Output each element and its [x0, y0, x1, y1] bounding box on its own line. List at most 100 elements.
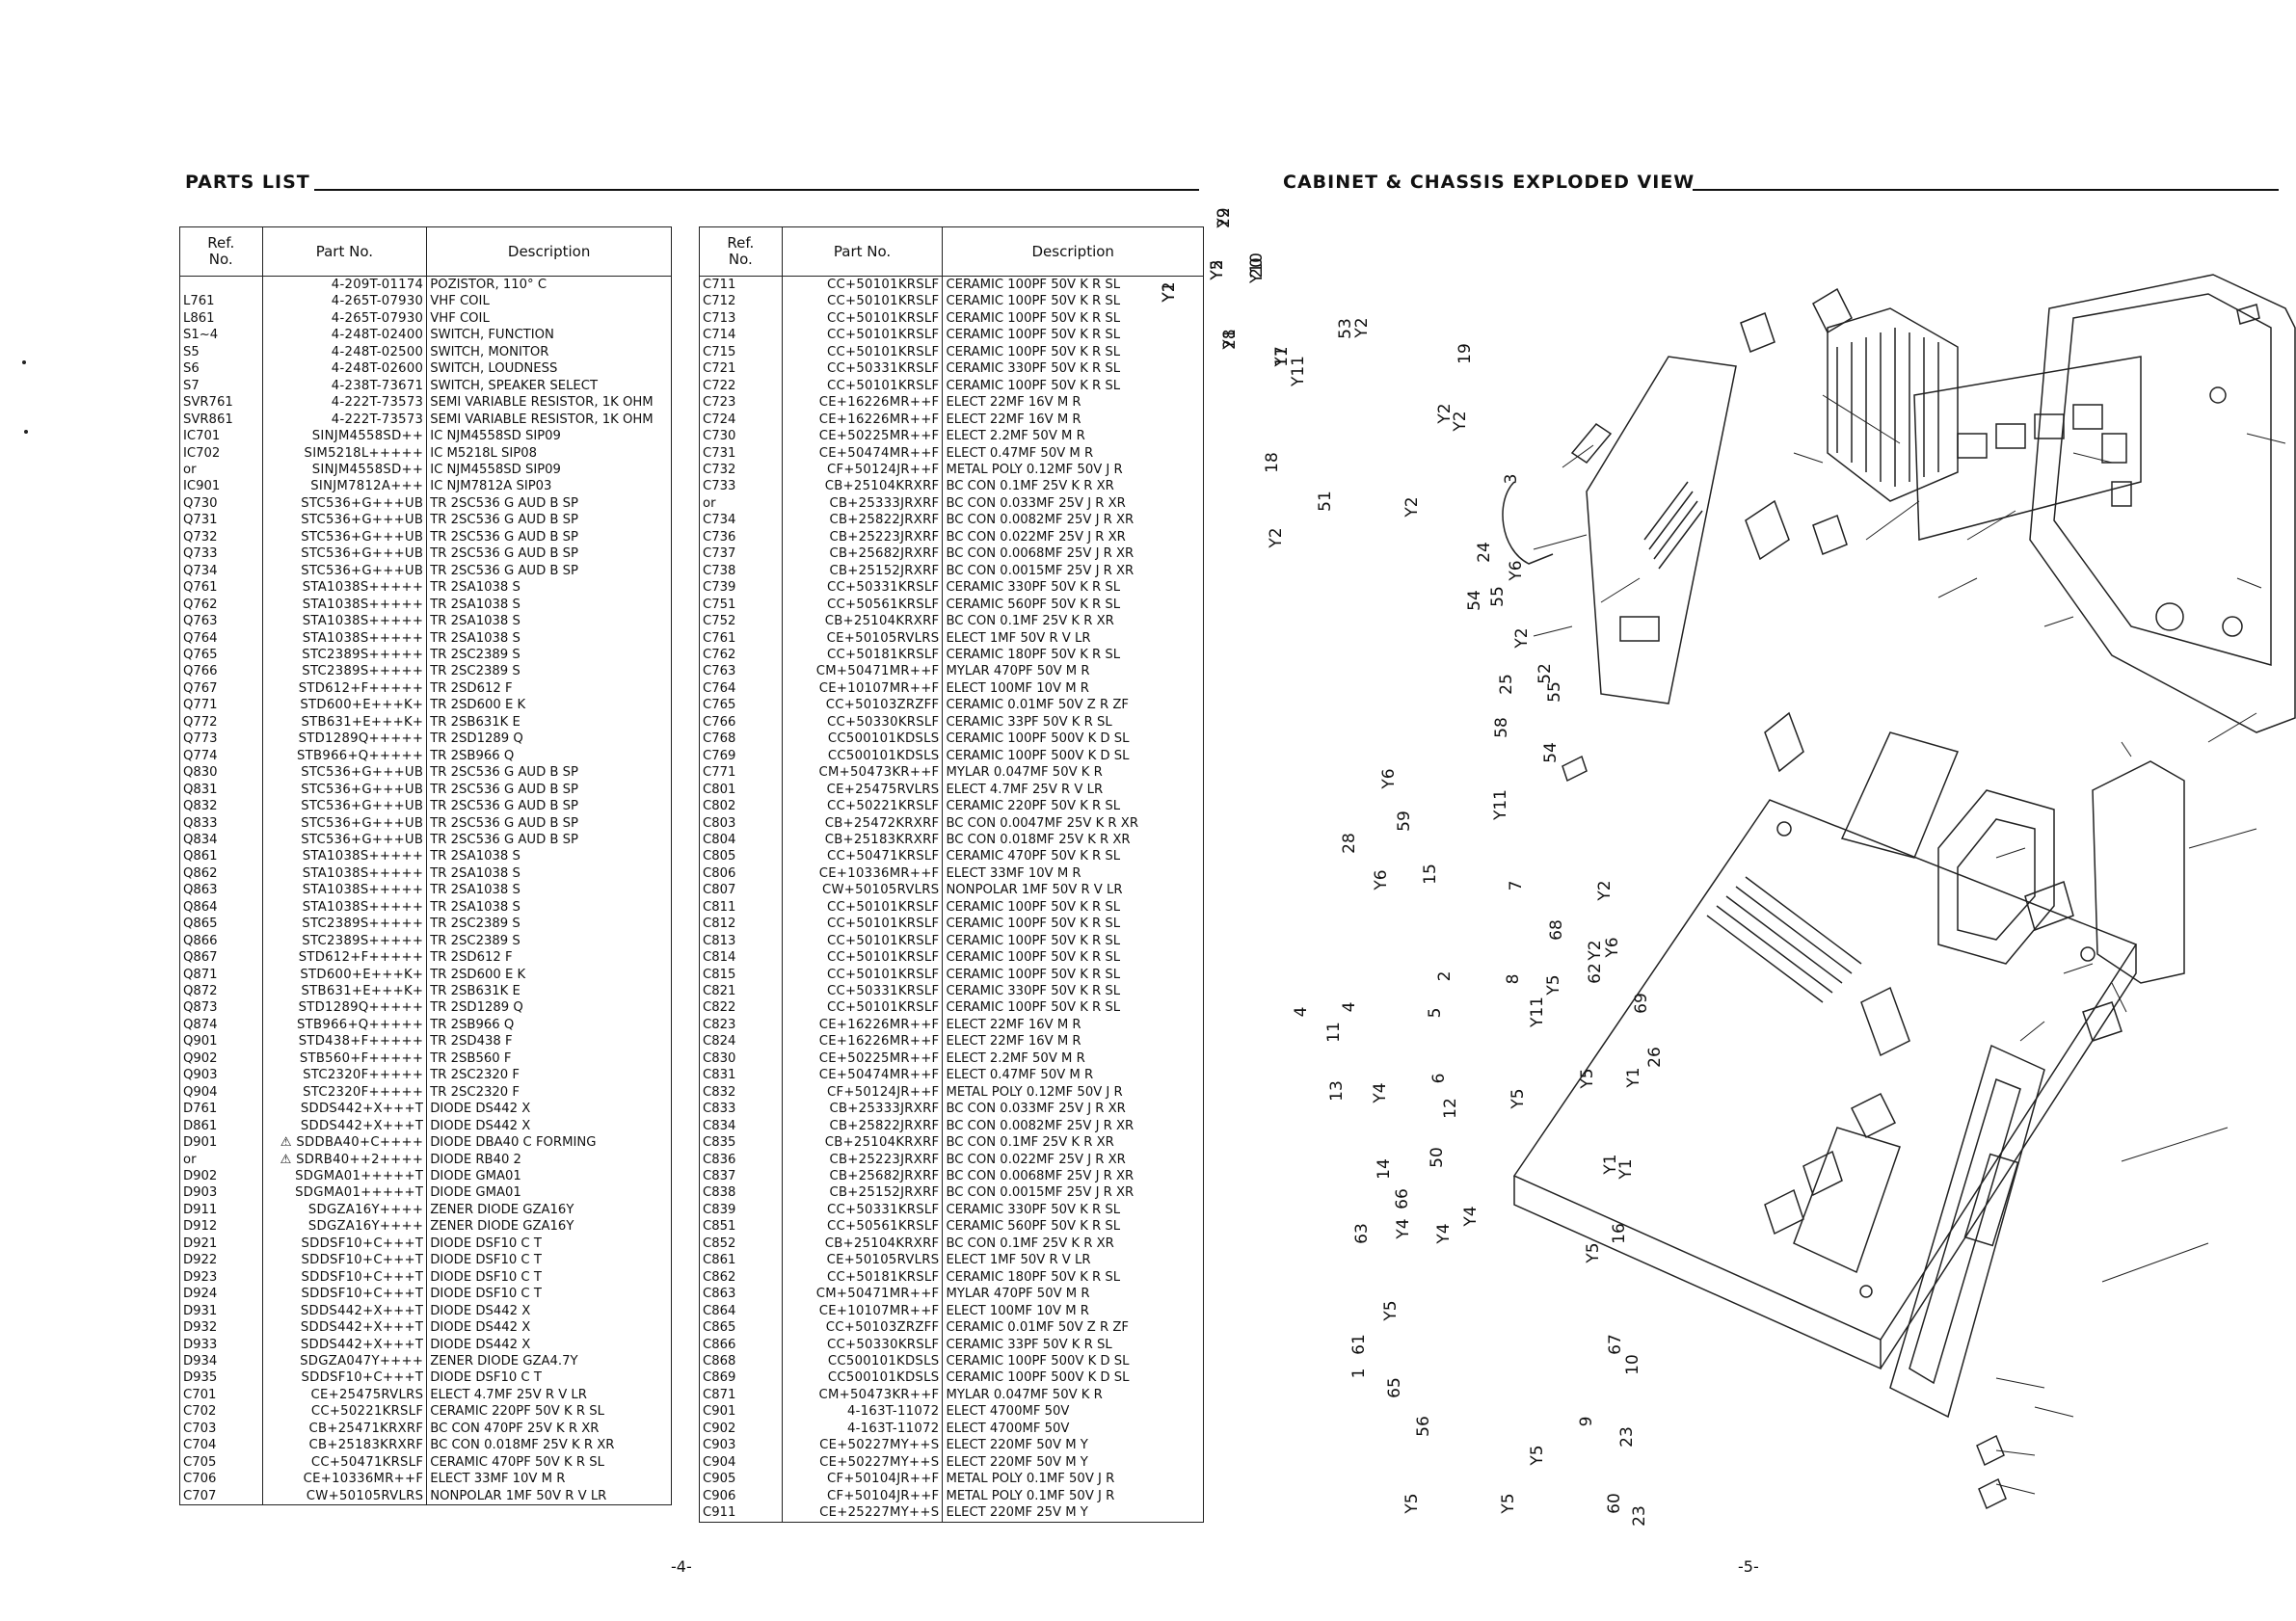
- callout-label: Y1: [1601, 1154, 1620, 1175]
- transformer-core: [1957, 818, 2036, 941]
- description-cell: NONPOLAR 1MF 50V R V LR: [426, 1487, 672, 1506]
- parts-list-page: PARTS LIST Ref. No. Part No. Description…: [22, 172, 1204, 1576]
- part-no-cell: 4-163T-11072: [781, 1420, 944, 1438]
- part-no-header: Part No.: [261, 226, 428, 277]
- callout-label: Y5: [1544, 974, 1563, 996]
- cover-hole: [2080, 946, 2096, 962]
- pcb-components: [1957, 404, 2132, 507]
- part-no-cell: SDGZA16Y++++: [261, 1218, 428, 1236]
- part-no-cell: SDDS442+X+++T: [261, 1117, 428, 1135]
- part-no-cell: CE+25475RVLRS: [261, 1386, 428, 1404]
- part-no-cell: STB631+E+++K+: [261, 713, 428, 731]
- ref-no-cell: C734: [699, 512, 783, 529]
- ref-no-cell: Q874: [179, 1016, 263, 1034]
- callout-label: Y11: [1491, 789, 1510, 821]
- callout-label: 13: [1327, 1080, 1347, 1102]
- connector-18: [1740, 312, 1775, 353]
- description-cell: DIODE DSF10 C T: [426, 1286, 672, 1303]
- description-cell: BC CON 0.1MF 25V K R XR: [942, 1235, 1204, 1253]
- description-cell: DIODE DS442 X: [426, 1319, 672, 1337]
- callout-label: 65: [1385, 1377, 1404, 1398]
- ref-no-cell: Q833: [179, 814, 263, 832]
- description-cell: METAL POLY 0.1MF 50V J R: [942, 1471, 1204, 1488]
- description-cell: BC CON 0.0082MF 25V J R XR: [942, 512, 1204, 529]
- part-no-cell: CE+50225MR++F: [781, 428, 944, 445]
- part-no-cell: CC+50181KRSLF: [781, 646, 944, 664]
- part-no-cell: CM+50473KR++F: [781, 764, 944, 782]
- title-rule: [314, 189, 1199, 191]
- callout-label: 12: [1441, 1098, 1460, 1119]
- description-cell: TR 2SC2389 S: [426, 663, 672, 680]
- part-no-cell: CF+50104JR++F: [781, 1471, 944, 1488]
- description-cell: IC NJM4558SD SIP09: [426, 428, 672, 445]
- description-cell: TR 2SC536 G AUD B SP: [426, 814, 672, 832]
- description-cell: MYLAR 0.047MF 50V K R: [942, 764, 1204, 782]
- description-header: Description: [942, 226, 1204, 277]
- description-cell: ELECT 1MF 50V R V LR: [942, 629, 1204, 647]
- part-no-cell: CB+25682JRXRF: [781, 1168, 944, 1185]
- ref-no-cell: Q864: [179, 898, 263, 917]
- part-no-cell: STA1038S+++++: [261, 848, 428, 865]
- ref-no-cell: C732: [699, 461, 783, 479]
- ref-no-cell: C911: [699, 1504, 783, 1523]
- description-cell: TR 2SD1289 Q: [426, 999, 672, 1017]
- description-cell: TR 2SC536 G AUD B SP: [426, 528, 672, 546]
- callout-label: Y4: [1394, 1218, 1413, 1239]
- description-cell: MYLAR 0.047MF 50V K R: [942, 1386, 1204, 1404]
- description-cell: DIODE DSF10 C T: [426, 1268, 672, 1287]
- description-cell: TR 2SD600 E K: [426, 966, 672, 984]
- description-cell: TR 2SC2320 F: [426, 1083, 672, 1102]
- part-no-cell: STA1038S+++++: [261, 579, 428, 597]
- part-67: [2082, 1001, 2122, 1042]
- part-no-cell: CB+25104KRXRF: [781, 1134, 944, 1152]
- callout-label: 23: [1617, 1426, 1637, 1448]
- part-25: [1812, 515, 1848, 555]
- ref-no-cell: C712: [699, 293, 783, 310]
- description-cell: BC CON 0.022MF 25V J R XR: [942, 1151, 1204, 1169]
- part-no-cell: CC+50101KRSLF: [781, 966, 944, 984]
- description-cell: TR 2SA1038 S: [426, 596, 672, 614]
- ref-no-cell: C802: [699, 798, 783, 815]
- description-cell: ELECT 4.7MF 25V R V LR: [426, 1386, 672, 1404]
- ref-no-cell: D932: [179, 1319, 263, 1337]
- chassis-part: [2029, 274, 2296, 733]
- part-60: [1850, 1092, 1897, 1139]
- description-cell: TR 2SC536 G AUD B SP: [426, 798, 672, 815]
- description-cell: TR 2SC536 G AUD B SP: [426, 831, 672, 849]
- ref-no-cell: C805: [699, 848, 783, 865]
- description-cell: CERAMIC 100PF 50V K R SL: [942, 932, 1204, 950]
- description-cell: SWITCH, MONITOR: [426, 343, 672, 361]
- callout-label: 66: [1393, 1188, 1412, 1209]
- callout-label: 8: [1504, 974, 1523, 985]
- ref-no-cell: or: [179, 1151, 263, 1169]
- part-no-cell: 4-209T-01174: [261, 276, 428, 294]
- description-cell: BC CON 0.1MF 25V K R XR: [942, 478, 1204, 495]
- part-no-header: Part No.: [781, 226, 944, 277]
- ref-no-cell: Q772: [179, 713, 263, 731]
- part-63: [1802, 1150, 1843, 1197]
- part-23: [1860, 986, 1910, 1057]
- description-cell: TR 2SC536 G AUD B SP: [426, 494, 672, 513]
